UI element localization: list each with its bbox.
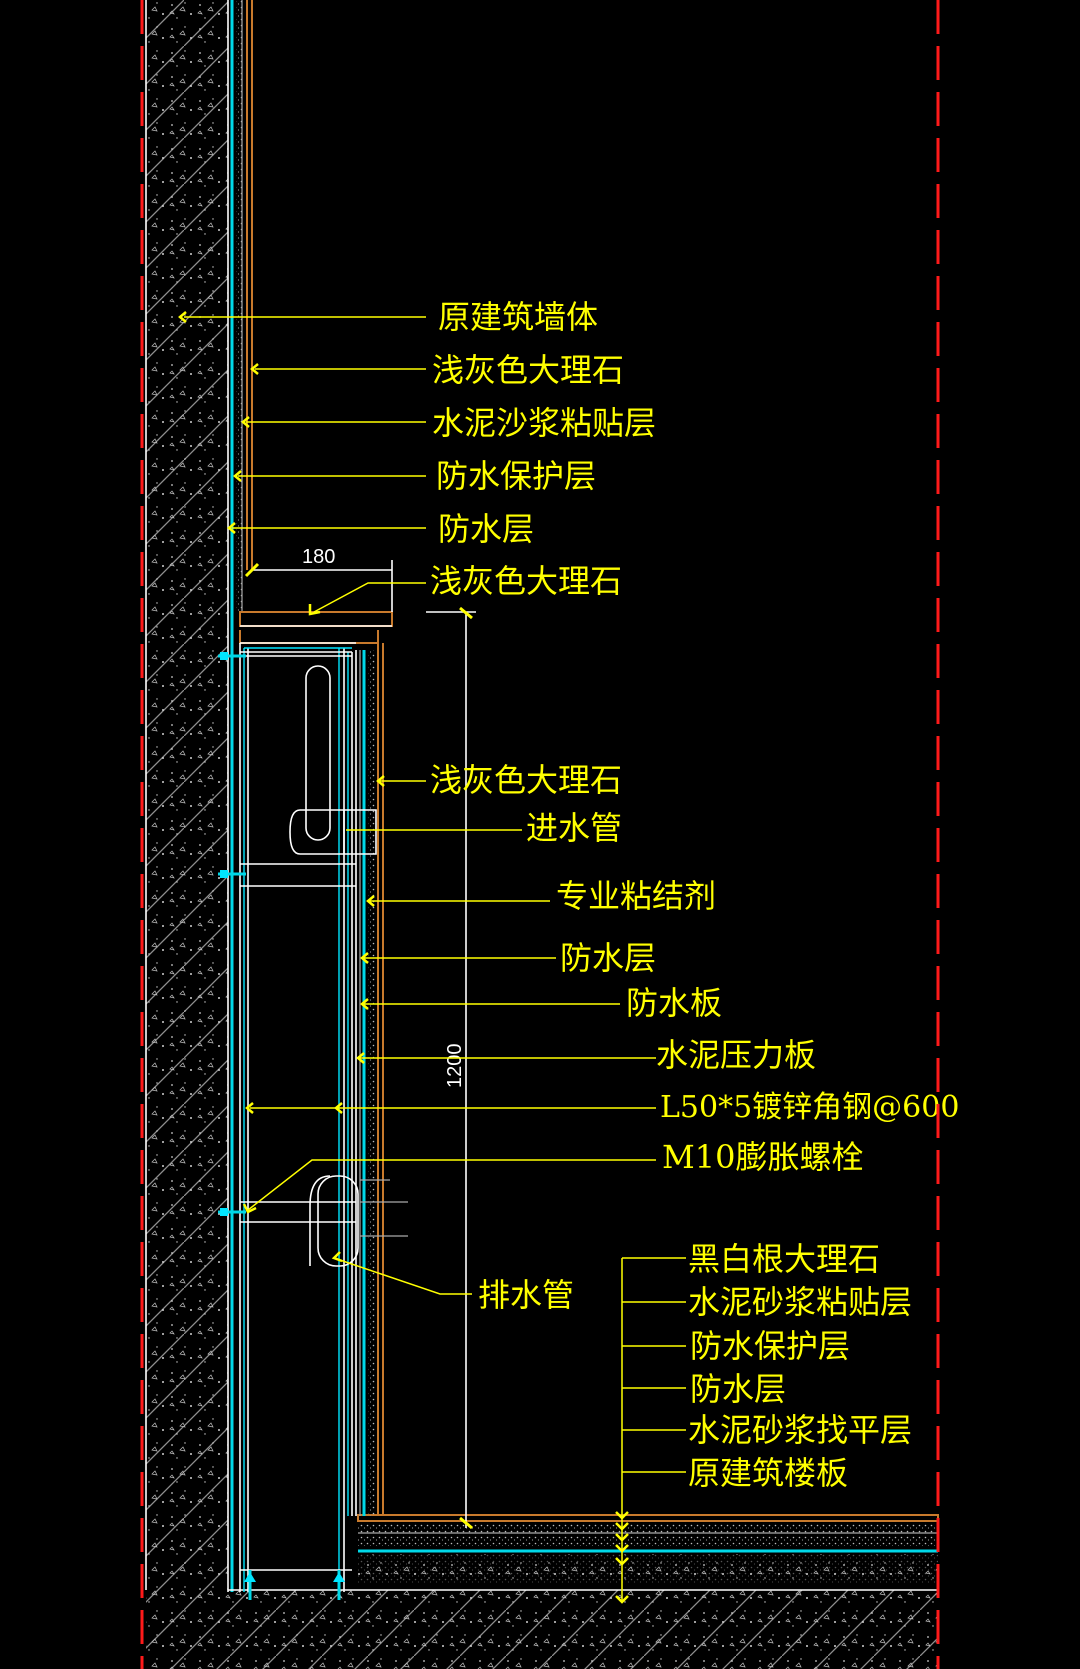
label-mortar-bonding-layer: 水泥沙浆粘贴层 bbox=[432, 404, 656, 442]
counter-top-marble bbox=[239, 611, 393, 644]
label-expansion-bolt: M10膨胀螺栓 bbox=[662, 1138, 864, 1176]
steel-frame bbox=[239, 642, 356, 1592]
width-dimension: 180 bbox=[244, 546, 393, 612]
box-front-layers bbox=[347, 643, 384, 1516]
height-dimension-value: 1200 bbox=[444, 1044, 466, 1089]
floor-slab bbox=[146, 1590, 938, 1669]
label-leveling-layer: 水泥砂浆找平层 bbox=[688, 1411, 912, 1449]
floor-layer-labels: 黑白根大理石 水泥砂浆粘贴层 防水保护层 防水层 水泥砂浆找平层 原建筑楼板 bbox=[688, 1240, 912, 1492]
label-angle-steel: L50*5镀锌角钢@600 bbox=[660, 1090, 959, 1125]
inlet-pipe bbox=[289, 665, 377, 855]
label-cement-pressure-board: 水泥压力板 bbox=[656, 1036, 816, 1074]
label-inlet-pipe: 进水管 bbox=[526, 809, 622, 847]
floor-finish-layers bbox=[228, 1514, 939, 1591]
wall-finish-layers bbox=[227, 0, 253, 1592]
label-original-floor-slab: 原建筑楼板 bbox=[688, 1454, 848, 1492]
drain-pipe bbox=[309, 1175, 408, 1267]
label-floor-waterproof-protection: 防水保护层 bbox=[690, 1327, 850, 1365]
label-box-waterproof-layer: 防水层 bbox=[560, 939, 656, 977]
box-layer-labels: 专业粘结剂 防水层 防水板 水泥压力板 L50*5镀锌角钢@600 M10膨胀螺… bbox=[556, 877, 959, 1176]
label-box-front-marble: 浅灰色大理石 bbox=[430, 761, 622, 799]
label-counter-top-marble: 浅灰色大理石 bbox=[430, 562, 622, 600]
wall-labels: 原建筑墙体 浅灰色大理石 水泥沙浆粘贴层 防水保护层 防水层 bbox=[432, 298, 656, 548]
leader-lines bbox=[178, 311, 686, 1604]
height-dimension: 1200 bbox=[426, 606, 476, 1530]
width-dimension-value: 180 bbox=[302, 546, 335, 568]
label-floor-mortar-bonding: 水泥砂浆粘贴层 bbox=[688, 1283, 912, 1321]
label-black-white-marble: 黑白根大理石 bbox=[688, 1240, 880, 1278]
label-waterproof-protection: 防水保护层 bbox=[436, 457, 596, 495]
label-waterproof-board: 防水板 bbox=[626, 984, 722, 1022]
original-wall bbox=[145, 0, 228, 1590]
label-floor-waterproof-layer: 防水层 bbox=[690, 1370, 786, 1408]
label-adhesive: 专业粘结剂 bbox=[556, 877, 716, 915]
label-waterproof-layer: 防水层 bbox=[438, 510, 534, 548]
drawing-frame bbox=[140, 0, 940, 1669]
label-drain-pipe: 排水管 bbox=[478, 1276, 574, 1314]
expansion-bolts bbox=[218, 652, 345, 1600]
label-light-grey-marble: 浅灰色大理石 bbox=[432, 351, 624, 389]
label-original-wall: 原建筑墙体 bbox=[438, 298, 598, 336]
